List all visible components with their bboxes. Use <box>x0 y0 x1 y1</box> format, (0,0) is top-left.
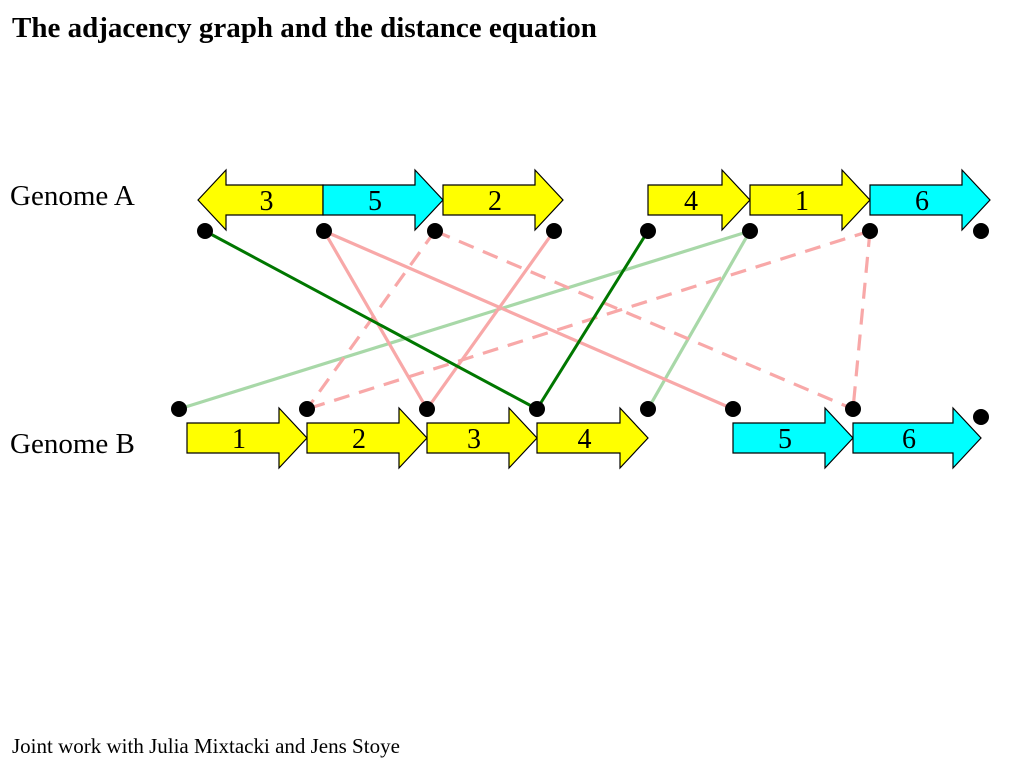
genome-a-gene-3: 3 <box>197 168 324 232</box>
genome-b-extremity-node <box>973 409 989 425</box>
genome-b-extremity-node <box>725 401 741 417</box>
genome-a-gene-2-arrow <box>442 168 564 232</box>
genome-a-label: Genome A <box>10 180 135 212</box>
genome-b-extremity-node <box>640 401 656 417</box>
genome-b-gene-3-arrow <box>426 406 538 470</box>
adjacency-edge <box>425 230 556 410</box>
genome-a-gene-2: 2 <box>442 168 564 232</box>
adjacency-edge <box>306 229 871 411</box>
genome-a-extremity-node <box>427 223 443 239</box>
genome-b-gene-5: 5 <box>732 406 854 470</box>
adjacency-edge <box>322 230 429 410</box>
genome-b-extremity-node <box>529 401 545 417</box>
genome-b-gene-1-arrow <box>186 406 308 470</box>
genome-b-genes: 1 2 3 4 5 6 <box>186 406 982 470</box>
genome-a-gene-5-arrow <box>322 168 444 232</box>
genome-b-gene-2-label: 2 <box>352 424 366 455</box>
genome-b-gene-2-arrow <box>306 406 428 470</box>
genome-a-extremity-node <box>973 223 989 239</box>
genome-b-extremity-node <box>845 401 861 417</box>
footer-credit: Joint work with Julia Mixtacki and Jens … <box>12 734 400 758</box>
genome-a-gene-6-label: 6 <box>915 186 929 217</box>
genome-a-gene-5-label: 5 <box>368 186 382 217</box>
page-title: The adjacency graph and the distance equ… <box>12 12 597 44</box>
genome-b-gene-6-arrow <box>852 406 982 470</box>
genome-b-gene-4-label: 4 <box>578 424 592 455</box>
genome-a-extremity-node <box>640 223 656 239</box>
adjacency-edge <box>434 229 854 411</box>
genome-b-extremity-node <box>299 401 315 417</box>
genome-a-gene-1-label: 1 <box>795 186 809 217</box>
genome-a-gene-2-label: 2 <box>488 186 502 217</box>
genome-b-gene-4-arrow <box>536 406 649 470</box>
adjacency-edge <box>323 229 734 411</box>
genome-a-gene-1-arrow <box>749 168 871 232</box>
genome-b-extremity-node <box>171 401 187 417</box>
genome-b-label: Genome B <box>10 428 135 460</box>
genome-a-gene-1: 1 <box>749 168 871 232</box>
edges-layer <box>178 229 872 411</box>
genome-a-extremity-node <box>316 223 332 239</box>
genome-a-gene-4-arrow <box>647 168 751 232</box>
genome-b-gene-1: 1 <box>186 406 308 470</box>
genome-b-gene-4: 4 <box>536 406 649 470</box>
genome-b-gene-5-arrow <box>732 406 854 470</box>
genome-b-gene-6: 6 <box>852 406 982 470</box>
genome-a-genes: 3 5 2 4 1 6 <box>197 168 991 232</box>
adjacency-edge <box>178 229 751 411</box>
genome-a-gene-6: 6 <box>869 168 991 232</box>
genome-a-gene-3-label: 3 <box>260 186 274 217</box>
genome-b-gene-3-label: 3 <box>467 424 481 455</box>
genome-b-extremity-node <box>419 401 435 417</box>
genome-a-extremity-node <box>742 223 758 239</box>
adjacency-edge <box>851 230 872 410</box>
adjacency-edge <box>535 230 650 410</box>
genome-a-extremity-node <box>862 223 878 239</box>
nodes-layer <box>171 223 989 425</box>
genome-b-gene-6-label: 6 <box>902 424 916 455</box>
genome-b-gene-2: 2 <box>306 406 428 470</box>
genome-a-extremity-node <box>197 223 213 239</box>
genome-a-gene-4-label: 4 <box>684 186 698 217</box>
genome-a-extremity-node <box>546 223 562 239</box>
genome-a-gene-4: 4 <box>647 168 751 232</box>
genome-a-gene-6-arrow <box>869 168 991 232</box>
genome-b-gene-5-label: 5 <box>778 424 792 455</box>
genome-b-gene-3: 3 <box>426 406 538 470</box>
genome-b-gene-1-label: 1 <box>232 424 246 455</box>
genome-a-gene-5: 5 <box>322 168 444 232</box>
adjacency-edge <box>204 229 538 411</box>
